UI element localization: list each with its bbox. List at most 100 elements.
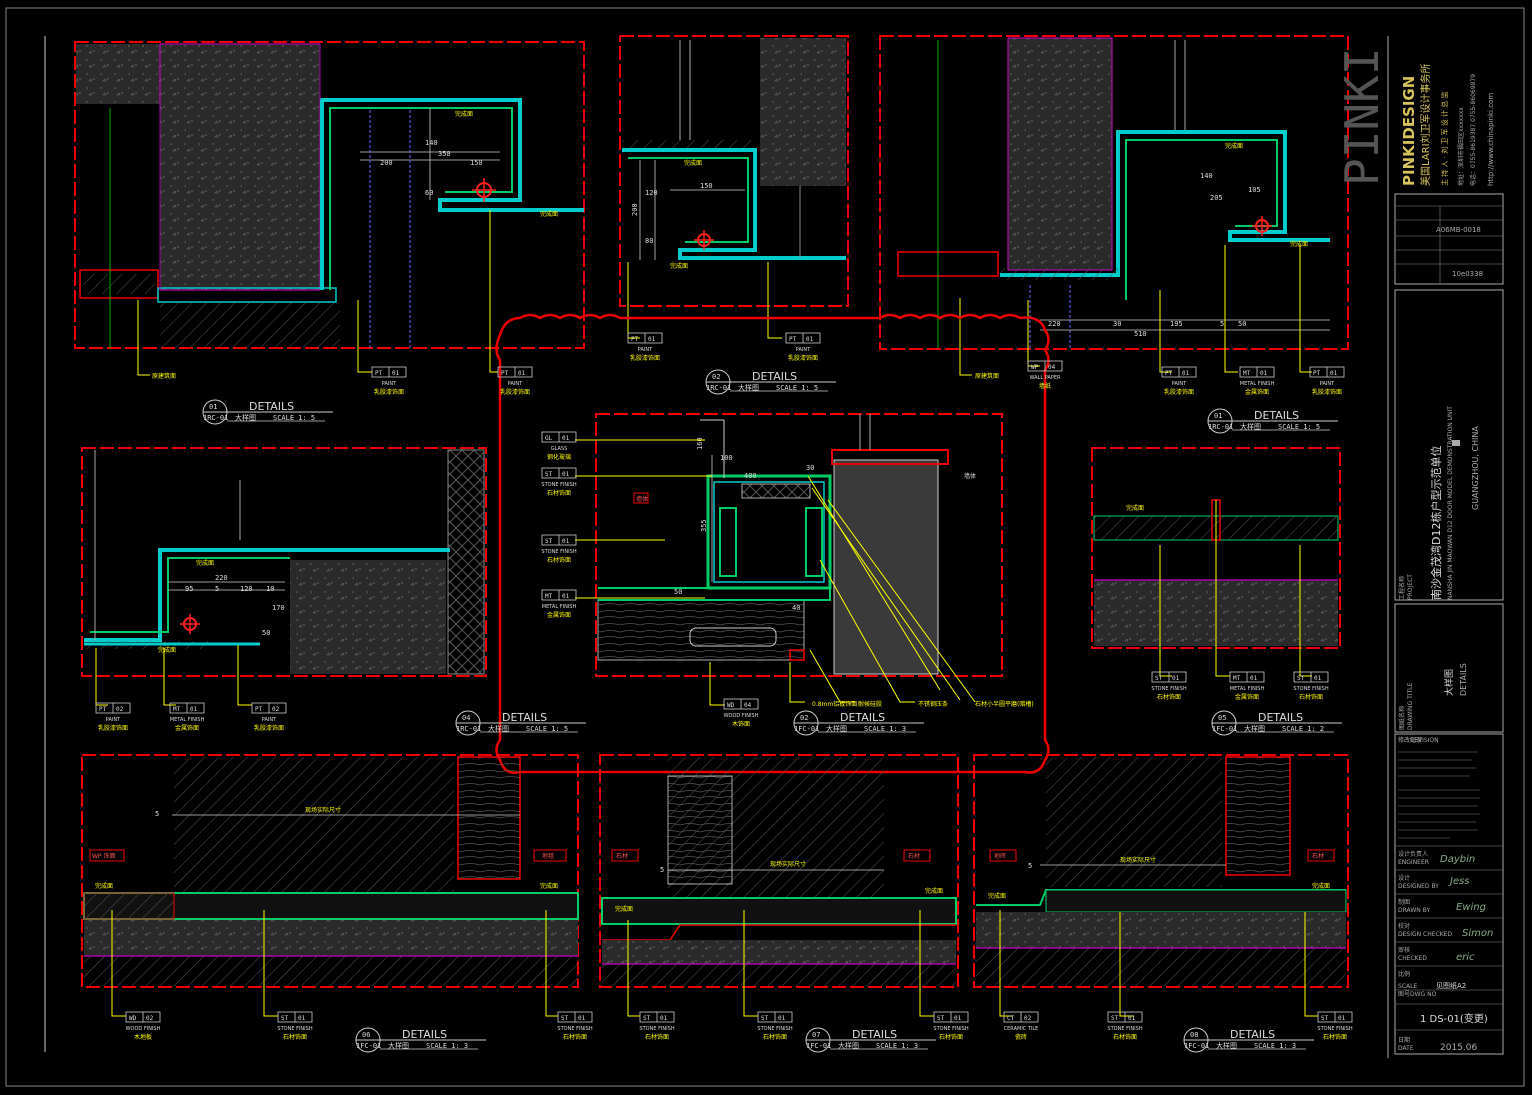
detail-cn: 大样图 (1216, 1041, 1237, 1050)
dim-355: 355 (700, 519, 708, 532)
brand-url: http://www.chinapinki.com (1487, 93, 1495, 186)
tag-en: STONE FINISH (541, 549, 576, 555)
wp-tag: WP 饰面 (92, 852, 115, 860)
detail-01-leaders (137, 210, 498, 376)
tag-code: ST (281, 1015, 289, 1022)
tag-code: MT (173, 706, 181, 713)
tag-en: PAINT (382, 381, 397, 387)
tag-cn: 瓷砖 (1015, 1033, 1027, 1041)
detail-scale: SCALE 1: 3 (1254, 1042, 1296, 1050)
info-value-1: A06MB-0018 (1436, 226, 1481, 234)
note-sealant: 耐候硅胶 (858, 700, 882, 708)
dim-120: 120 (645, 189, 658, 197)
tag-en: STONE FINISH (541, 482, 576, 488)
detail-title: DETAILS (502, 711, 547, 724)
detail-scale: SCALE 1: 2 (1282, 725, 1324, 733)
by-site-3: 现场实际尺寸 (1120, 856, 1156, 864)
dim-220b: 220 (215, 574, 228, 582)
detail-05-leaders (1159, 500, 1312, 677)
tag-cn: 石材饰面 (547, 489, 571, 497)
tag-code: WD (129, 1015, 137, 1022)
project-label-cn: 工程名称 (1398, 576, 1406, 600)
level-note-13: 完成面 (925, 887, 943, 895)
tag-en: METAL FINISH (170, 717, 205, 723)
project-location: GUANGZHOU, CHINA (1471, 426, 1480, 510)
checked2-en: CHECKED (1398, 955, 1427, 962)
sig-checked2: eric (1456, 952, 1475, 963)
detail-03-frame: 220 30 510 195 5 50 105 205 140 完成面 完成面 (879, 35, 1349, 350)
tag-code: ST (545, 471, 553, 478)
level-note-9: 完成面 (1126, 504, 1144, 512)
dim-200b: 200 (631, 203, 639, 216)
tag-code: ST (545, 538, 553, 545)
tag-code: ST (937, 1015, 945, 1022)
tag-num: 01 (190, 706, 198, 713)
detail-cn: 大样图 (388, 1041, 409, 1050)
dim-60: 60 (425, 189, 433, 197)
dim-105: 105 (1248, 186, 1261, 194)
level-note-15: 完成面 (1312, 882, 1330, 890)
detail-scale: SCALE 1: 5 (776, 384, 818, 392)
designed-en: DESIGNED BY (1398, 883, 1439, 890)
revision-cloud (495, 313, 1050, 774)
tag-num: 01 (562, 435, 570, 442)
project-en: NANSHA JIN MAOWAN D12 DOOR MODEL DEMONST… (1447, 406, 1454, 600)
detail-num: 08 (1190, 1031, 1198, 1039)
tag-en: WALL PAPER (1029, 375, 1061, 381)
tag-cn: 石材饰面 (645, 1033, 669, 1041)
level-note-14: 完成面 (988, 892, 1006, 900)
tag-en: STONE FINISH (1317, 1026, 1352, 1032)
title-block (1387, 36, 1504, 1058)
detail-cn: 大样图 (235, 413, 256, 422)
tag-num: 01 (778, 1015, 786, 1022)
tag-en: METAL FINISH (542, 604, 577, 610)
tag-num: 02 (116, 706, 124, 713)
tag-cn: 钢化玻璃 (547, 453, 571, 461)
tag-num: 01 (578, 1015, 586, 1022)
tag-num: 01 (660, 1015, 668, 1022)
tag-num: 02 (1024, 1015, 1032, 1022)
date-cn: 日期 (1398, 1036, 1410, 1044)
checked-en: DESIGN CHECKED (1398, 931, 1452, 938)
detail-scale: SCALE 1: 5 (526, 725, 568, 733)
detail-cn: 大样图 (1240, 422, 1261, 431)
sig-engineer: Daybin (1440, 854, 1475, 865)
level-note-11: 完成面 (540, 882, 558, 890)
sig-designed: Jess (1448, 876, 1470, 887)
tag-en: PAINT (508, 381, 523, 387)
tag-num: 01 (562, 538, 570, 545)
brand-address: 地址：深圳市福田区xxxxxxx (1457, 107, 1465, 186)
tag-cn: 乳胶漆饰面 (254, 724, 284, 732)
tag-num: 01 (518, 370, 526, 377)
dim-195: 195 (1170, 320, 1183, 328)
date-value: 2015.06 (1440, 1043, 1477, 1053)
tag-num: 01 (648, 336, 656, 343)
detail-ref: 1RC-01 (706, 384, 731, 392)
detail-ref: 1FC-01 (356, 1042, 381, 1050)
detail-01-frame: 200 350 150 140 60 完成面 完成面 (74, 41, 585, 349)
dim-5c: 5 (155, 810, 159, 818)
tag-num: 01 (954, 1015, 962, 1022)
logo-cn: 美国LARI刘卫军设计事务所 (1419, 63, 1432, 186)
tag-code: PT (789, 336, 797, 343)
tag-en: STONE FINISH (277, 1026, 312, 1032)
dim-100: 100 (720, 454, 733, 462)
detail-num: 02 (712, 373, 720, 381)
dim-140: 140 (425, 139, 438, 147)
tag-en: PAINT (1320, 381, 1335, 387)
dim-400: 400 (744, 472, 757, 480)
dim-5e: 5 (1028, 862, 1032, 870)
tag-en: STONE FINISH (1151, 686, 1186, 692)
